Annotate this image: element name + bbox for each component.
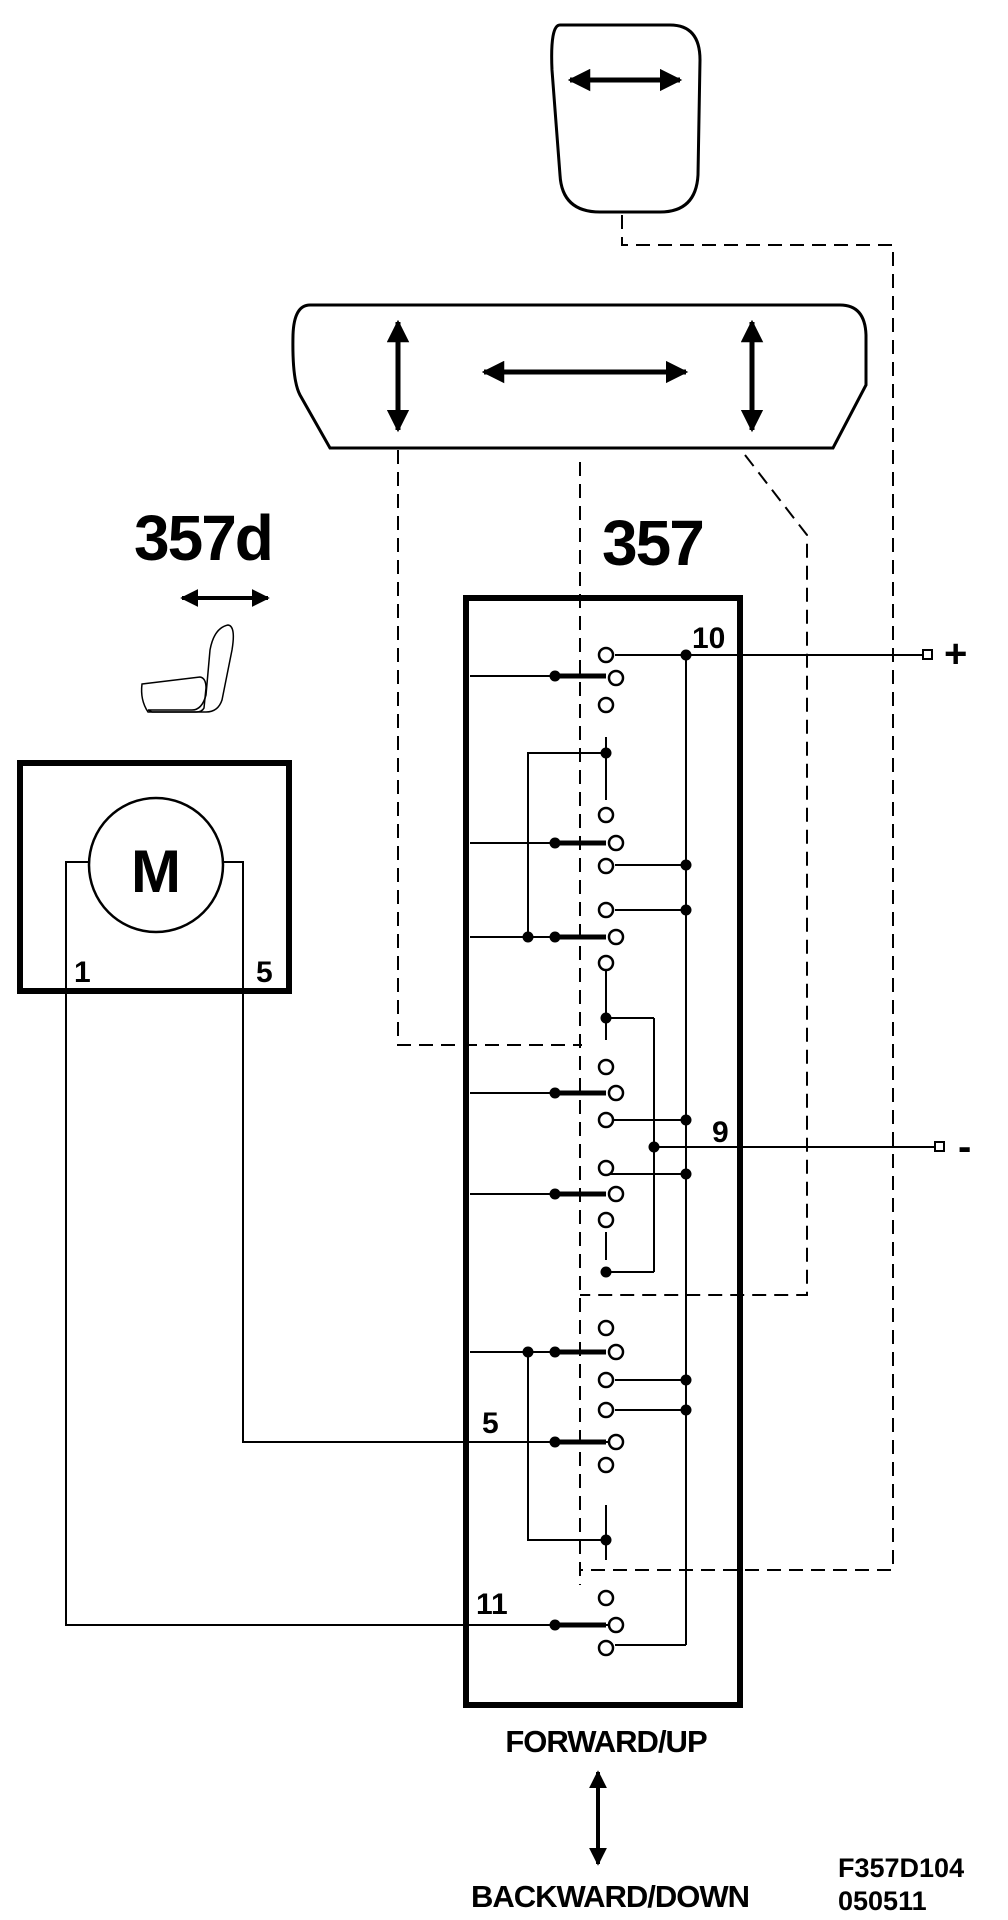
seat-switch-number-label: 357d (134, 502, 272, 574)
minus-terminal (934, 1141, 945, 1152)
pin-10-label: 10 (692, 622, 725, 655)
rocker-icon (291, 303, 868, 450)
pin-9-label: 9 (712, 1116, 729, 1149)
motor-icon (17, 760, 292, 994)
motor-pin-1-label: 1 (74, 956, 91, 989)
pin-5-label: 5 (482, 1407, 499, 1440)
switch-contacts (555, 646, 625, 1657)
direction-top-label: FORWARD/UP (505, 1724, 707, 1759)
figure-date: 050511 (838, 1886, 927, 1916)
pin-11-label: 11 (476, 1588, 508, 1621)
switch-wiring (65, 654, 935, 1646)
knob-icon (550, 23, 702, 214)
junction-dots (522, 649, 692, 1631)
motor-symbol-label: M (131, 838, 181, 905)
plus-terminal (922, 649, 933, 660)
seat-icon (140, 589, 270, 713)
motor-pin-5-label: 5 (256, 956, 273, 989)
mechanical-linkage (397, 215, 894, 1585)
figure-code: F357D104 (838, 1853, 964, 1883)
minus-label: - (958, 1125, 971, 1169)
plus-label: + (944, 632, 967, 676)
switch-housing (463, 595, 743, 1708)
switch-number-label: 357 (602, 507, 703, 579)
direction-bottom-label: BACKWARD/DOWN (471, 1879, 749, 1914)
